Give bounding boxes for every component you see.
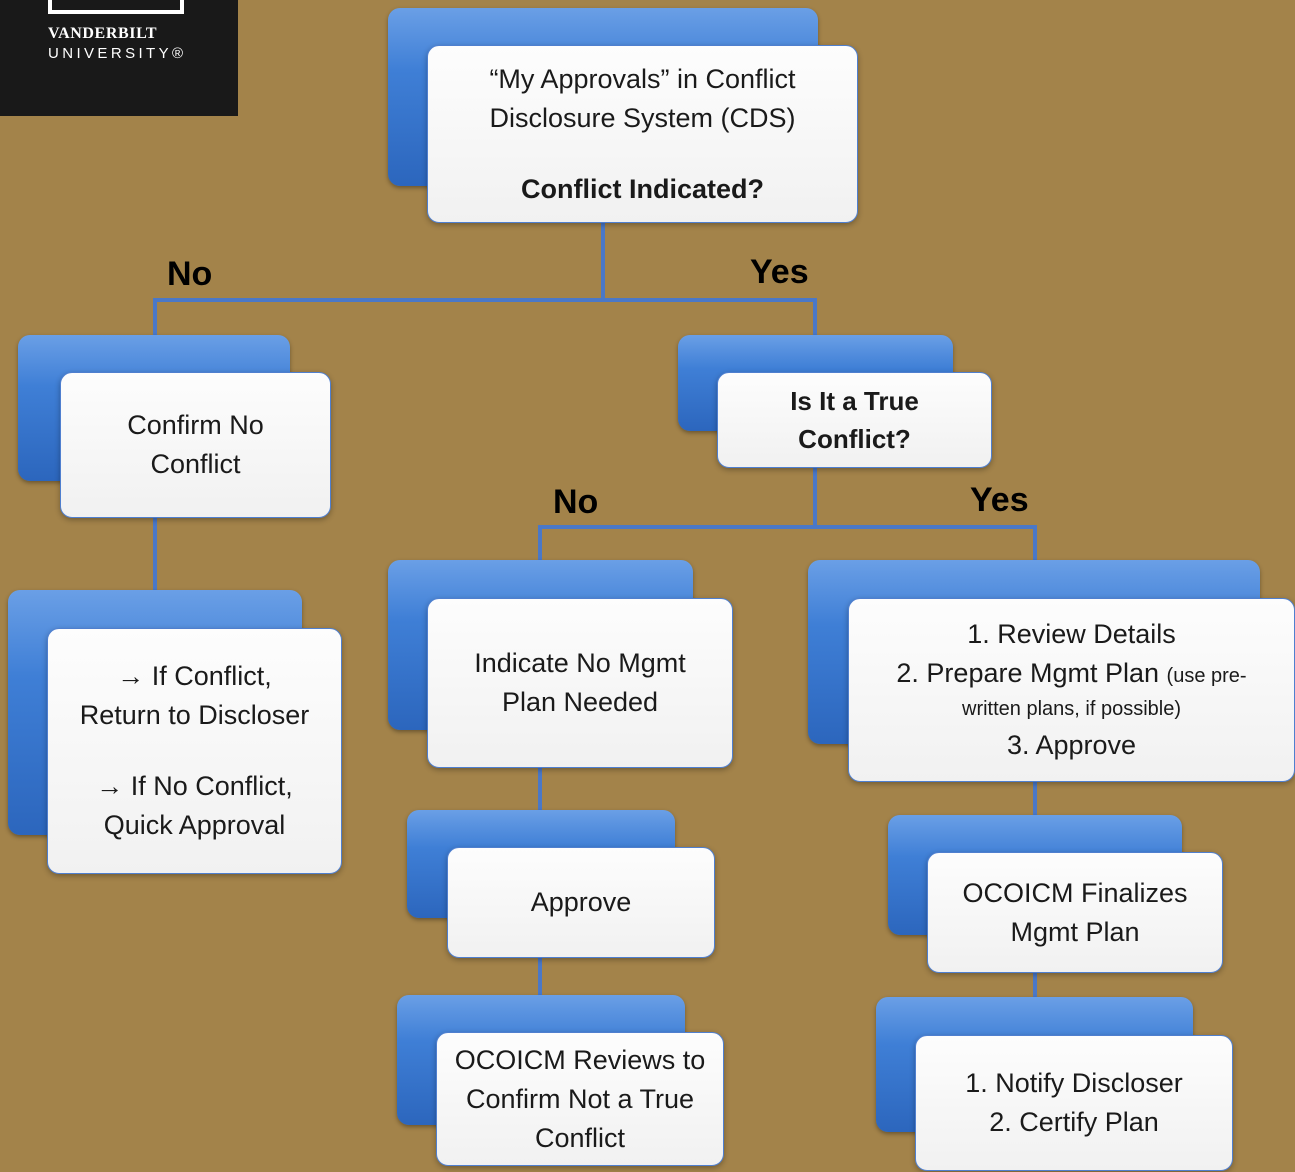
- no-mgmt-plan-box: Indicate No Mgmt Plan Needed: [427, 598, 733, 768]
- approve-line1: Approve: [530, 887, 632, 917]
- vanderbilt-logo: VANDERBILT UNIVERSITY®: [0, 0, 238, 116]
- review-line3-note: written plans, if possible): [962, 698, 1181, 720]
- review-line2-main: 2. Prepare Mgmt Plan: [896, 658, 1160, 688]
- return-line4: Quick Approval: [103, 810, 286, 840]
- approve-box: Approve: [447, 847, 715, 958]
- connector-mid-split: [538, 465, 1037, 560]
- branch-label-yes-mid: Yes: [970, 481, 1029, 519]
- no-mgmt-line1: Indicate No Mgmt: [474, 648, 686, 678]
- confirm-no-conflict-box: Confirm No Conflict: [60, 372, 331, 518]
- reviews-line1: OCOICM Reviews to: [454, 1044, 706, 1075]
- reviews-confirm-box: OCOICM Reviews to Confirm Not a True Con…: [436, 1032, 724, 1166]
- review-details-box: 1. Review Details 2. Prepare Mgmt Plan (…: [848, 598, 1295, 782]
- finalizes-line1: OCOICM Finalizes: [962, 877, 1188, 908]
- return-or-approve-box: → If Conflict, Return to Discloser → If …: [47, 628, 342, 874]
- start-line2: Disclosure System (CDS): [489, 102, 796, 133]
- notify-box: 1. Notify Discloser 2. Certify Plan: [915, 1035, 1233, 1171]
- branch-label-no-top: No: [167, 255, 213, 293]
- return-line3: → If No Conflict,: [96, 771, 293, 801]
- confirm-line1: Confirm No: [127, 410, 264, 440]
- logo-subwordmark: UNIVERSITY®: [48, 45, 187, 62]
- true-conflict-line1: Is It a True: [790, 386, 919, 416]
- reviews-line2: Confirm Not a True: [465, 1083, 695, 1114]
- finalizes-box: OCOICM Finalizes Mgmt Plan: [927, 852, 1223, 973]
- start-question: Conflict Indicated?: [521, 173, 764, 204]
- logo-wordmark: VANDERBILT: [48, 25, 158, 42]
- review-line4: 3. Approve: [1006, 730, 1137, 760]
- notify-line2: 2. Certify Plan: [989, 1107, 1159, 1137]
- return-line2: Return to Discloser: [79, 700, 310, 730]
- true-conflict-line2: Conflict?: [798, 424, 911, 454]
- return-line1: → If Conflict,: [117, 661, 272, 691]
- branch-label-no-mid: No: [553, 483, 599, 521]
- no-mgmt-line2: Plan Needed: [501, 687, 659, 717]
- review-line1: 1. Review Details: [967, 619, 1176, 649]
- logo-frame-mark: [48, 0, 184, 14]
- branch-label-yes-top: Yes: [750, 253, 809, 291]
- connector-top-split: [153, 220, 817, 335]
- review-line2-note: (use pre-: [1166, 665, 1247, 687]
- notify-line1: 1. Notify Discloser: [965, 1068, 1183, 1098]
- finalizes-line2: Mgmt Plan: [1010, 916, 1140, 947]
- true-conflict-box: Is It a True Conflict?: [717, 372, 992, 468]
- start-line1: “My Approvals” in Conflict: [489, 63, 796, 94]
- review-line2: 2. Prepare Mgmt Plan (use pre-: [896, 654, 1246, 696]
- reviews-line3: Conflict: [534, 1122, 626, 1153]
- start-box: “My Approvals” in Conflict Disclosure Sy…: [427, 45, 858, 223]
- confirm-line2: Conflict: [150, 449, 241, 479]
